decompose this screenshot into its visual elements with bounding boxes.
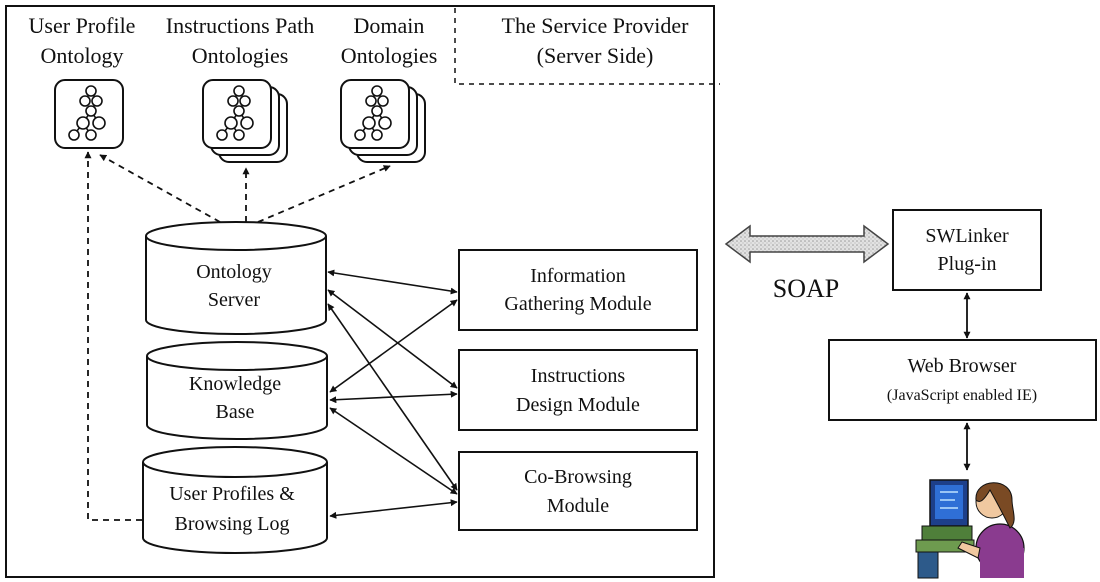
service-provider-subtitle: (Server Side) — [537, 43, 654, 68]
domain-ontologies-icon — [340, 79, 426, 163]
user-profiles-cylinder — [142, 446, 328, 554]
ontology-server-label-1: Ontology — [196, 261, 272, 283]
user-at-computer-icon — [915, 479, 1025, 579]
soap-connection-arrow — [724, 224, 890, 264]
co-browsing-module-box — [458, 451, 698, 531]
instructions-design-label-1: Instructions — [531, 365, 626, 387]
user-profiles-label-2: Browsing Log — [175, 513, 290, 535]
instructions-path-ontologies-icon — [202, 79, 288, 163]
co-browsing-label-2: Module — [547, 495, 609, 517]
instructions-path-ontologies-label-2: Ontologies — [192, 43, 289, 68]
user-profile-ontology-label-2: Ontology — [40, 43, 123, 68]
info-gathering-label-2: Gathering Module — [504, 293, 651, 315]
service-provider-title: The Service Provider — [502, 13, 690, 38]
instructions-path-ontologies-label-1: Instructions Path — [166, 13, 315, 38]
instructions-design-module-box — [458, 349, 698, 431]
info-gathering-module-box — [458, 249, 698, 331]
service-provider-title-box — [454, 8, 720, 85]
swlinker-plugin-box — [892, 209, 1042, 291]
swlinker-label-1: SWLinker — [925, 225, 1009, 247]
store-module-links — [327, 269, 458, 519]
web-browser-box — [828, 339, 1097, 421]
web-browser-label-2: (JavaScript enabled IE) — [887, 387, 1037, 404]
ontology-server-label-2: Server — [208, 289, 261, 311]
soap-label: SOAP — [773, 274, 839, 303]
ontology-server-cylinder — [145, 221, 327, 335]
user-profiles-label-1: User Profiles & — [169, 483, 295, 505]
info-gathering-label-1: Information — [530, 265, 626, 287]
server-side-frame — [5, 5, 715, 578]
knowledge-base-cylinder — [146, 341, 328, 440]
knowledge-base-label-1: Knowledge — [189, 373, 281, 395]
swlinker-label-2: Plug-in — [938, 253, 997, 275]
web-browser-label-1: Web Browser — [908, 355, 1017, 377]
instructions-design-label-2: Design Module — [516, 394, 640, 416]
user-profile-ontology-label-1: User Profile — [29, 13, 136, 38]
co-browsing-label-1: Co-Browsing — [524, 466, 632, 488]
domain-ontologies-label-1: Domain — [354, 13, 425, 38]
knowledge-base-label-2: Base — [216, 401, 255, 423]
ontology-links — [84, 151, 391, 521]
user-profile-ontology-icon — [54, 79, 124, 149]
domain-ontologies-label-2: Ontologies — [341, 43, 438, 68]
